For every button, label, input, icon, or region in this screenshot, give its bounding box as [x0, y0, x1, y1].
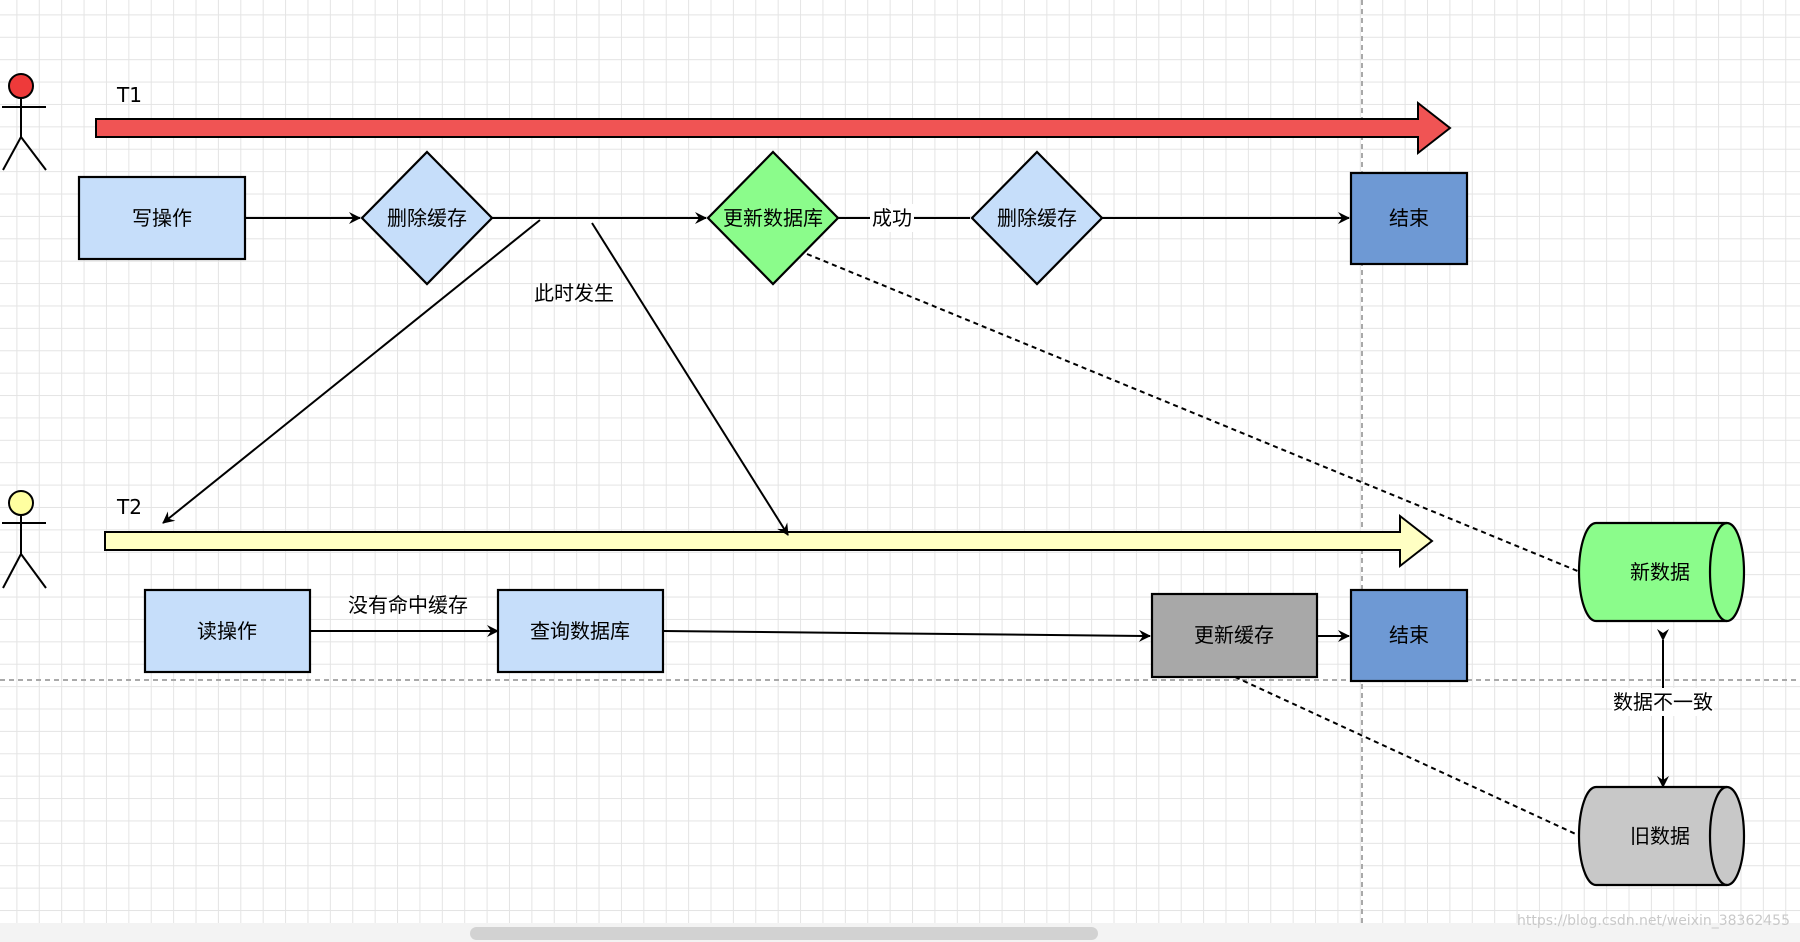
actor-t1-icon[interactable]	[2, 73, 47, 171]
horizontal-scrollbar-thumb[interactable]	[470, 927, 1098, 940]
write-operation-label: 写操作	[132, 206, 192, 230]
old-data-cylinder[interactable]: 旧数据	[1577, 785, 1746, 887]
new-data-cylinder[interactable]: 新数据	[1577, 521, 1746, 623]
query-database-box[interactable]: 查询数据库	[496, 588, 665, 674]
write-end-label: 结束	[1389, 206, 1429, 230]
watermark: https://blog.csdn.net/weixin_38362455	[1516, 913, 1790, 929]
read-operation-label: 读操作	[197, 619, 257, 643]
success-label-bg	[870, 204, 914, 232]
delete-cache-label-1: 删除缓存	[387, 206, 467, 230]
delete-cache-label-2: 删除缓存	[997, 206, 1077, 230]
update-database-decision[interactable]: 更新数据库	[706, 150, 840, 286]
update-cache-box[interactable]: 更新缓存	[1150, 592, 1319, 679]
concurrency-note: 此时发生	[534, 281, 614, 305]
t2-label: T2	[116, 495, 142, 519]
write-operation-box[interactable]: 写操作	[77, 175, 247, 261]
t1-label: T1	[116, 83, 142, 107]
query-database-label: 查询数据库	[530, 619, 630, 643]
write-end-box[interactable]: 结束	[1349, 171, 1469, 266]
actor-t2-icon[interactable]	[2, 490, 47, 589]
read-end-box[interactable]: 结束	[1349, 588, 1469, 683]
inconsistency-label-bg	[1612, 688, 1714, 716]
concurrency-arrow-to-t2-start	[162, 219, 541, 524]
t1-timeline-arrow[interactable]	[95, 100, 1452, 156]
dashed-link-update-cache-to-old-data	[1234, 676, 1581, 837]
delete-cache-decision-1[interactable]: 删除缓存	[360, 150, 494, 286]
delete-cache-decision-2[interactable]: 删除缓存	[970, 150, 1104, 286]
read-operation-box[interactable]: 读操作	[143, 588, 312, 674]
update-database-label: 更新数据库	[723, 206, 823, 230]
dashed-link-update-db-to-new-data	[806, 253, 1581, 573]
read-end-label: 结束	[1389, 623, 1429, 647]
t2-timeline-arrow[interactable]	[104, 513, 1434, 569]
inconsistency-label: 数据不一致	[1613, 690, 1713, 714]
new-data-label: 新数据	[1630, 560, 1690, 584]
old-data-label: 旧数据	[1630, 824, 1690, 848]
concurrency-arrow-to-t2-mid	[591, 222, 789, 536]
connector-query-db-to-update-cache	[662, 629, 1151, 642]
update-cache-label: 更新缓存	[1194, 623, 1274, 647]
success-label: 成功	[872, 206, 912, 230]
cache-miss-label: 没有命中缓存	[348, 593, 468, 617]
